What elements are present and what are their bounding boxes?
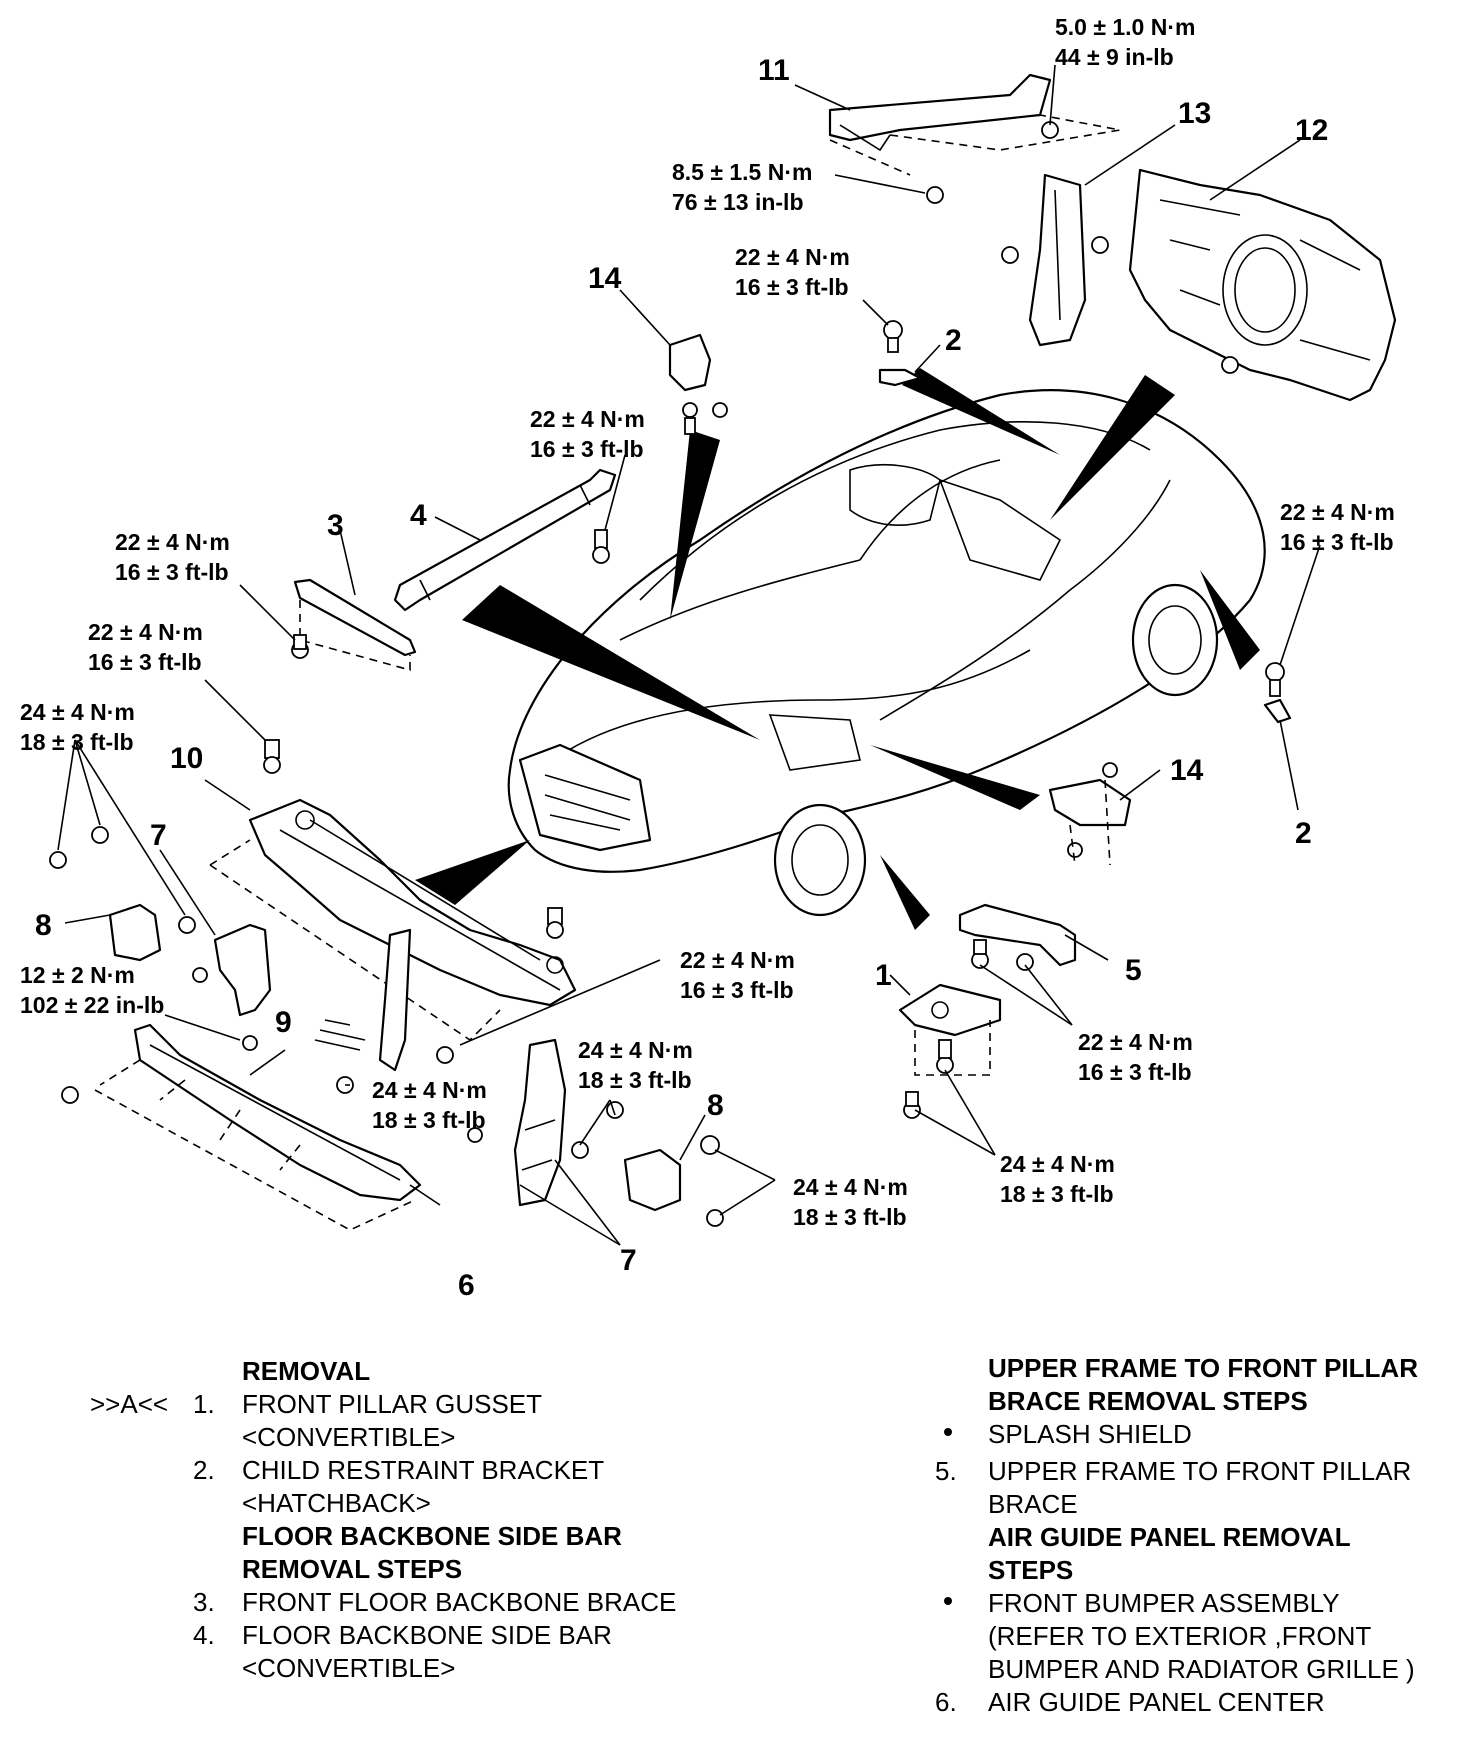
part-3-brace	[291, 578, 417, 672]
callout-2-lower: 2	[1295, 817, 1312, 850]
torque-5-imperial: 16 ± 3 ft-lb	[1078, 1059, 1192, 1085]
pointer-wedges	[415, 368, 1260, 930]
callout-14-upper: 14	[588, 262, 622, 295]
side-bar-subheading: FLOOR BACKBONE SIDE BAR	[242, 1521, 622, 1551]
torque-3-imperial: 16 ± 3 ft-lb	[115, 559, 229, 585]
air-guide-subheading: AIR GUIDE PANEL REMOVAL	[988, 1522, 1351, 1552]
torque-10-metric: 22 ± 4 N·m	[88, 619, 203, 645]
callout-10: 10	[170, 742, 203, 775]
callout-1: 1	[875, 959, 892, 992]
part-14-upper-bracket	[668, 333, 728, 435]
bullet-front-bumper: FRONT BUMPER ASSEMBLY	[935, 1587, 1465, 1620]
callout-2-upper: 2	[945, 324, 962, 357]
step-4: 4. FLOOR BACKBONE SIDE BAR	[193, 1620, 612, 1650]
torque-2-lower-metric: 22 ± 4 N·m	[1280, 499, 1395, 525]
part-8-right-bracket	[571, 1101, 724, 1227]
torque-8-left-metric: 24 ± 4 N·m	[20, 699, 135, 725]
part-8-left-bracket	[49, 826, 196, 962]
step-3: 3. FRONT FLOOR BACKBONE BRACE	[193, 1587, 677, 1617]
bullet-splash-shield: SPLASH SHIELD	[935, 1418, 1465, 1451]
callout-7-left: 7	[150, 819, 167, 852]
torque-2-upper-metric: 22 ± 4 N·m	[735, 244, 850, 270]
step-1: >>A<< 1. FRONT PILLAR GUSSET	[90, 1389, 543, 1419]
part-10-frame	[209, 739, 577, 1042]
torque-8-right-lower-metric: 24 ± 4 N·m	[793, 1174, 908, 1200]
torque-8-right-upper-imperial: 18 ± 3 ft-lb	[578, 1067, 692, 1093]
torque-6-imperial: 102 ± 22 in-lb	[20, 992, 164, 1018]
bullet-dot	[944, 1597, 952, 1605]
brace-steps-list: UPPER FRAME TO FRONT PILLAR BRACE REMOVA…	[935, 1352, 1465, 1719]
callout-4: 4	[410, 499, 427, 532]
part-9-stay	[314, 928, 454, 1094]
part-1-gusset	[898, 983, 1002, 1119]
brace-heading: UPPER FRAME TO FRONT PILLAR	[988, 1353, 1418, 1383]
torque-9-imperial: 18 ± 3 ft-lb	[372, 1107, 486, 1133]
step-marker: >>A<<	[90, 1389, 169, 1419]
part-7-right-guide	[467, 1038, 567, 1207]
callout-numbers: 11 13 12 14 2 4 3 10 7 8 9 6 7 8 14 2 5 …	[35, 54, 1328, 1300]
torque-11-metric: 5.0 ± 1.0 N·m	[1055, 14, 1195, 40]
torque-6-metric: 12 ± 2 N·m	[20, 962, 135, 988]
torque-10b-metric: 22 ± 4 N·m	[680, 947, 795, 973]
part-2-lower-clip	[1263, 662, 1292, 724]
torque-labels: 5.0 ± 1.0 N·m 44 ± 9 in-lb 8.5 ± 1.5 N·m…	[20, 14, 1395, 1230]
callout-5: 5	[1125, 954, 1142, 987]
torque-8-right-upper-metric: 24 ± 4 N·m	[578, 1037, 693, 1063]
part-12-panel	[1128, 168, 1397, 402]
part-14-lower-bracket	[1048, 762, 1132, 866]
torque-10-imperial: 16 ± 3 ft-lb	[88, 649, 202, 675]
torque-8-left-imperial: 18 ± 3 ft-lb	[20, 729, 134, 755]
torque-9-metric: 24 ± 4 N·m	[372, 1077, 487, 1103]
callout-9: 9	[275, 1006, 292, 1039]
bullet-dot	[944, 1428, 952, 1436]
removal-heading: REMOVAL	[242, 1356, 371, 1386]
torque-10b-imperial: 16 ± 3 ft-lb	[680, 977, 794, 1003]
torque-5-metric: 22 ± 4 N·m	[1078, 1029, 1193, 1055]
removal-steps-list: REMOVAL >>A<< 1. FRONT PILLAR GUSSET <CO…	[90, 1355, 730, 1685]
torque-14-upper-metric: 22 ± 4 N·m	[530, 406, 645, 432]
part-4-side-bar	[393, 468, 617, 612]
step-2: 2. CHILD RESTRAINT BRACKET	[193, 1455, 605, 1485]
torque-11b-metric: 8.5 ± 1.5 N·m	[672, 159, 812, 185]
torque-14-upper-imperial: 16 ± 3 ft-lb	[530, 436, 644, 462]
callout-7-right: 7	[620, 1244, 637, 1277]
part-7-left-guide	[192, 923, 272, 1051]
exploded-parts-diagram: 11 13 12 14 2 4 3 10 7 8 9 6 7 8 14 2 5 …	[20, 14, 1397, 1300]
step-5: 5. UPPER FRAME TO FRONT PILLAR	[935, 1456, 1412, 1486]
callout-3: 3	[327, 509, 344, 542]
torque-1-imperial: 18 ± 3 ft-lb	[1000, 1181, 1114, 1207]
torque-11-imperial: 44 ± 9 in-lb	[1055, 44, 1174, 70]
callout-12: 12	[1295, 114, 1328, 147]
callout-14-lower: 14	[1170, 754, 1204, 787]
step-6: 6. AIR GUIDE PANEL CENTER	[935, 1687, 1325, 1717]
torque-3-metric: 22 ± 4 N·m	[115, 529, 230, 555]
leader-lines	[57, 64, 1321, 1246]
car-body	[507, 389, 1266, 917]
callout-6: 6	[458, 1269, 475, 1300]
torque-1-metric: 24 ± 4 N·m	[1000, 1151, 1115, 1177]
callout-11: 11	[758, 54, 790, 87]
callout-8-left: 8	[35, 909, 52, 942]
callout-13: 13	[1178, 97, 1211, 130]
part-5-brace	[958, 903, 1077, 971]
part-6-air-guide	[61, 1023, 422, 1231]
callout-8-right: 8	[707, 1089, 724, 1122]
part-13-bracket	[1001, 173, 1109, 347]
torque-2-upper-imperial: 16 ± 3 ft-lb	[735, 274, 849, 300]
torque-2-lower-imperial: 16 ± 3 ft-lb	[1280, 529, 1394, 555]
torque-11b-imperial: 76 ± 13 in-lb	[672, 189, 804, 215]
torque-8-right-lower-imperial: 18 ± 3 ft-lb	[793, 1204, 907, 1230]
part-2-upper-clip	[878, 320, 922, 387]
